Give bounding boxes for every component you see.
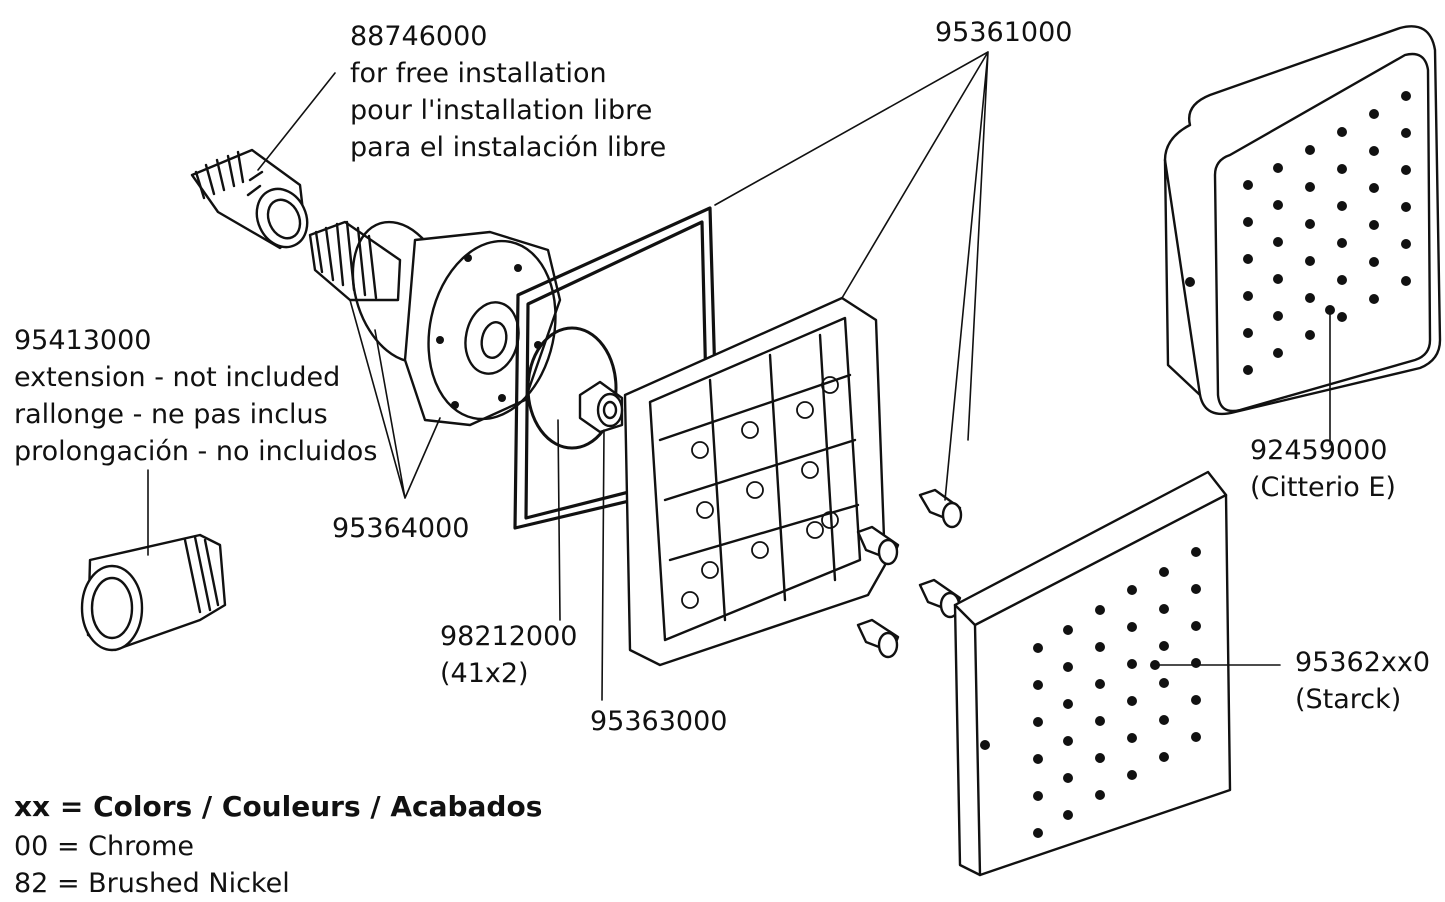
label-95363000: 95363000 xyxy=(590,703,727,740)
legend-title: xx = Colors / Couleurs / Acabados xyxy=(14,790,543,823)
mounting-flange-part xyxy=(308,220,562,427)
starck-shower-head-part xyxy=(953,470,1232,877)
label-92459000: 92459000 (Citterio E) xyxy=(1250,432,1396,506)
part-number: 95413000 xyxy=(14,325,152,356)
valve-insert-part xyxy=(578,380,624,434)
hose-connector-part xyxy=(190,148,309,250)
part-number: 95361000 xyxy=(935,17,1073,48)
citterio-shower-head-part xyxy=(1163,25,1442,416)
label-95361000: 95361000 xyxy=(935,14,1072,51)
part-note-es: para el instalación libre xyxy=(350,132,667,163)
label-95364000: 95364000 xyxy=(332,510,469,547)
part-note-es: prolongación - no incluidos xyxy=(14,436,378,467)
screws-part xyxy=(856,488,963,659)
legend-item-brushed-nickel: 82 = Brushed Nickel xyxy=(14,868,290,899)
part-number: 92459000 xyxy=(1250,435,1388,466)
color-legend: xx = Colors / Couleurs / Acabados 00 = C… xyxy=(14,788,542,902)
part-number: 95362xx0 xyxy=(1295,647,1431,678)
legend-item-chrome: 00 = Chrome xyxy=(14,831,195,862)
part-note-en: for free installation xyxy=(350,58,607,89)
part-model: (Starck) xyxy=(1295,684,1402,715)
label-95413000: 95413000 extension - not included rallon… xyxy=(14,322,377,470)
o-ring-part xyxy=(526,326,618,450)
part-number: 95363000 xyxy=(590,706,728,737)
starck-nozzles xyxy=(980,547,1201,838)
label-98212000: 98212000 (41x2) xyxy=(440,618,577,692)
part-number: 95364000 xyxy=(332,513,470,544)
part-note-en: extension - not included xyxy=(14,362,341,393)
part-number: 88746000 xyxy=(350,21,488,52)
part-model: (Citterio E) xyxy=(1250,472,1396,503)
part-note-fr: rallonge - ne pas inclus xyxy=(14,399,328,430)
extension-part xyxy=(80,533,227,652)
leader-lines xyxy=(147,51,1331,701)
part-size: (41x2) xyxy=(440,658,529,689)
part-note-fr: pour l'installation libre xyxy=(350,95,653,126)
label-95362xx0: 95362xx0 (Starck) xyxy=(1295,644,1430,718)
citterio-nozzles xyxy=(1185,91,1411,375)
mounting-plate-part xyxy=(623,296,887,667)
label-88746000: 88746000 for free installation pour l'in… xyxy=(350,18,666,166)
part-number: 98212000 xyxy=(440,621,578,652)
